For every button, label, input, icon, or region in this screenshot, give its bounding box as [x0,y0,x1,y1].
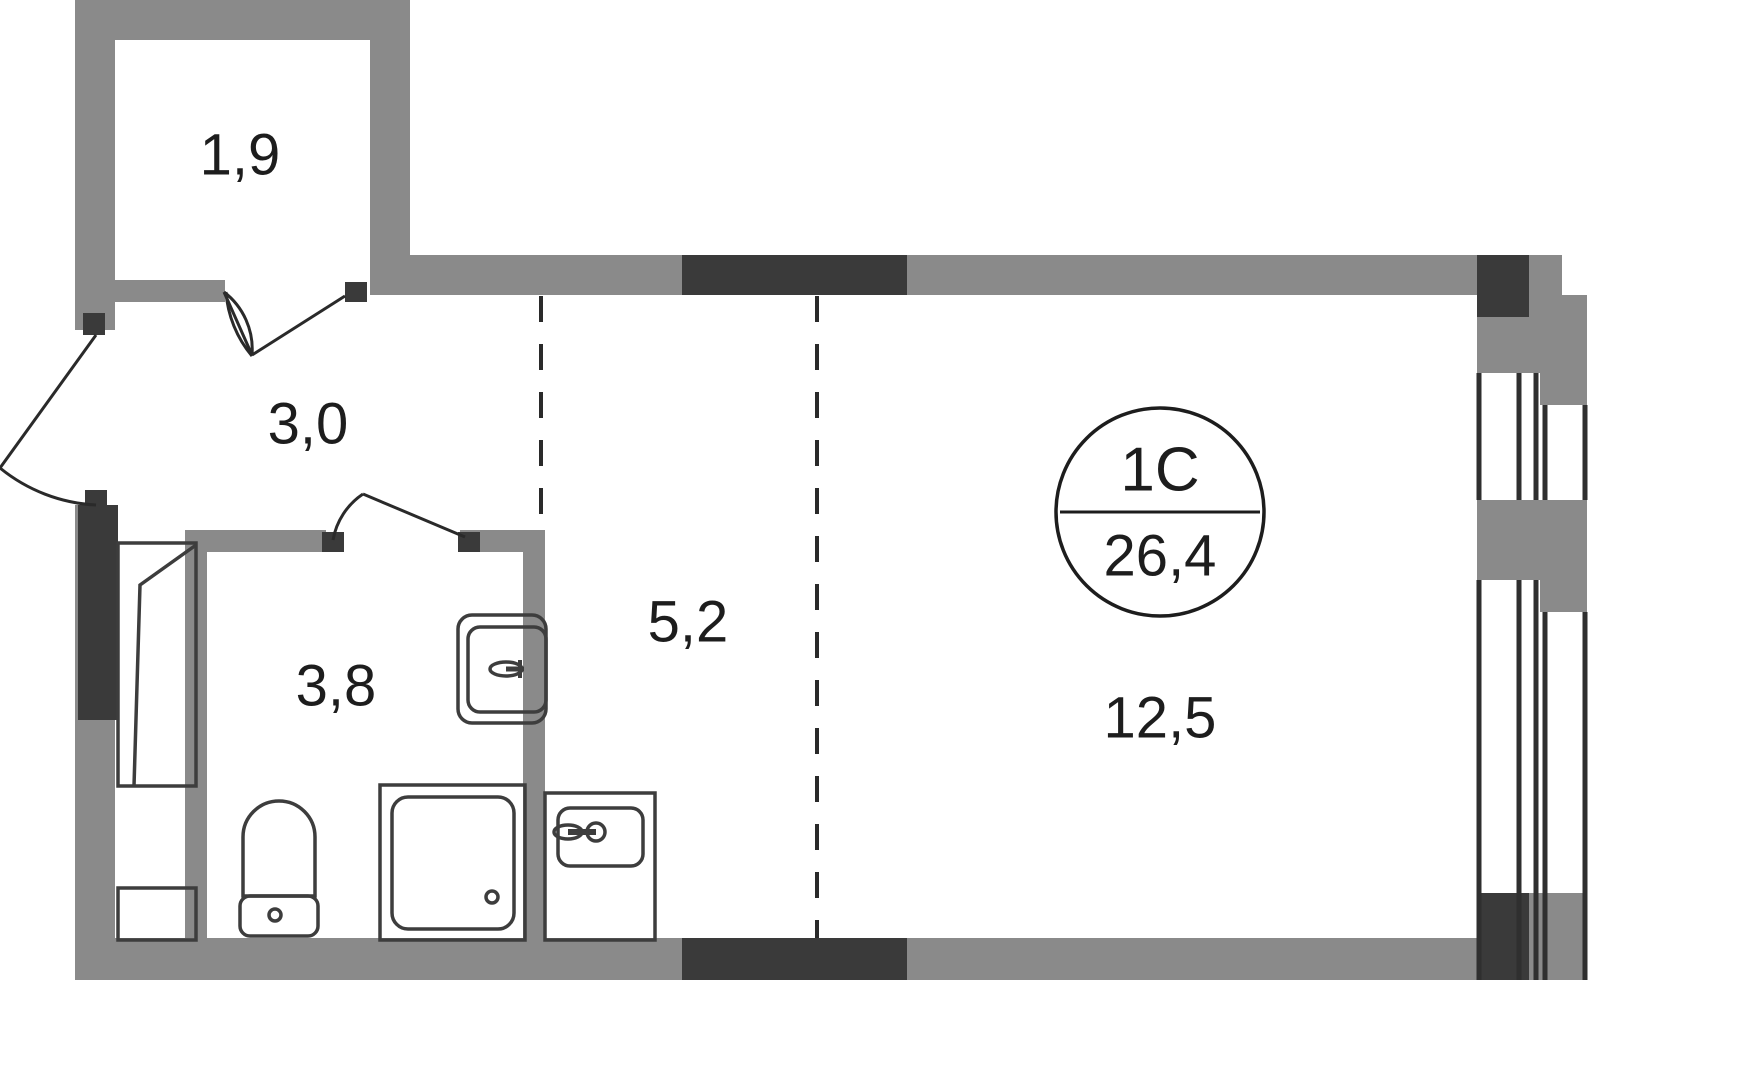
toilet-cistern [238,894,320,938]
door-leaf-entry [0,334,98,469]
apartment-type-badge [1054,406,1266,618]
window-glazing-layer [1476,373,1588,980]
door-arc-bath [331,492,364,541]
wall-right-middle-b [1540,500,1587,612]
jamb-bath-left [322,532,344,552]
bathtub-drain [484,889,500,905]
wardrobe-door-line [132,543,198,787]
window-top-opening [682,255,907,295]
toilet-flush-button [267,907,283,923]
wall-bath-right [523,530,545,940]
toilet-bowl [241,799,317,898]
washbasin-bowl [466,625,548,714]
entry-door-opening [78,505,118,720]
jamb-balcony-right [345,282,367,302]
openings-layer [78,255,1529,980]
bathtub-inner [390,795,516,931]
bathtub-outer [378,783,527,942]
window-bottom-opening [682,938,907,980]
kitchen-sink-basin [556,806,645,868]
wall-balcony-door-lintel [115,280,225,302]
wardrobe-closet-fixture [116,541,198,788]
room-label-kitchen: 5,2 [647,589,729,655]
wall-right-upper-c [1540,295,1587,405]
window-right-corner [1477,255,1529,317]
wall-balcony-top [75,0,410,40]
badge-total-area: 26,4 [1103,523,1217,589]
jamb-entry-top [85,490,107,512]
room-label-balcony: 1,9 [199,122,281,188]
room-label-hallway: 3,0 [267,391,349,457]
wardrobe-lower-outline [116,886,198,942]
kitchen-sink-counter [543,791,657,942]
kitchen-sink-tap-handle [585,821,607,843]
room-label-bathroom: 3,8 [295,653,377,719]
jamb-balcony-left [83,313,105,335]
zone-dividers-layer [539,296,819,938]
washbasin-fixture [456,613,548,725]
wardrobe-outline [116,541,198,788]
walls-layer [75,0,1587,980]
door-leaf-bath [362,492,466,539]
wall-top-main [370,255,1490,295]
fixtures-layer [116,541,657,942]
door-leaf-balcony [251,294,346,357]
toilet-fixture [238,799,320,938]
kitchen-sink-fixture [543,791,657,942]
badge-type-label: 1C [1120,435,1200,505]
wall-bath-top-a [196,530,326,552]
door-arc-entry [0,466,97,507]
room-label-living-room: 12,5 [1103,685,1217,751]
wall-balcony-left [75,0,115,330]
door-swings-layer [0,290,466,541]
door-arc-balcony [224,291,254,357]
wardrobe-lower-fixture [116,886,198,942]
wall-balcony-right [370,0,410,295]
bathtub-fixture [378,783,527,942]
